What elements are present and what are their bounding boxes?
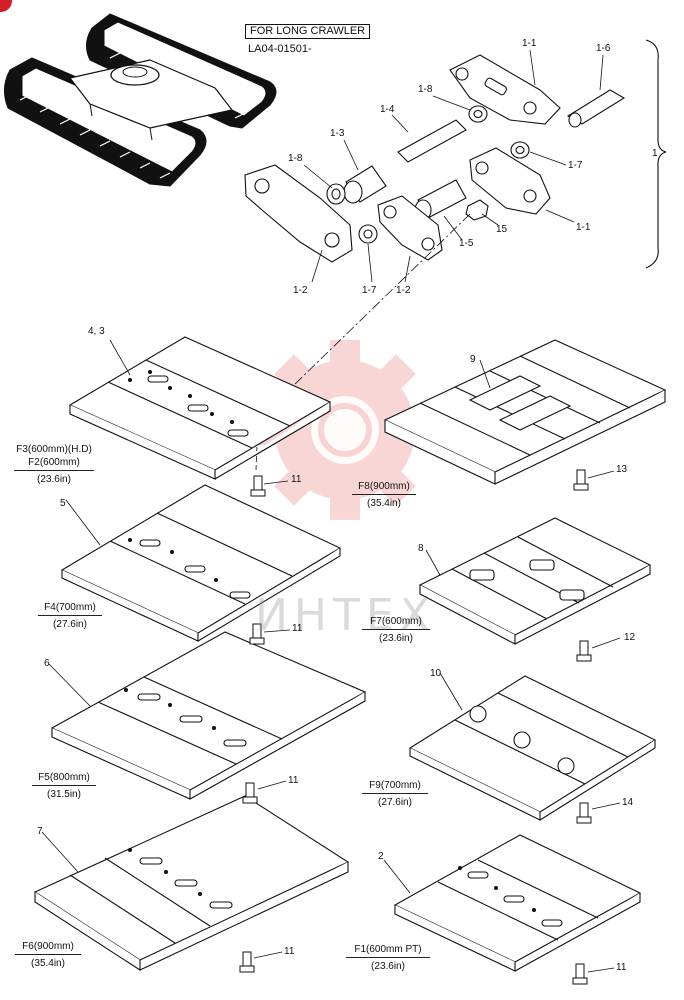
label-6: 6 [44, 658, 50, 669]
spec-f5-value: (31.5in) [47, 789, 81, 800]
bolt-11-c [242, 782, 258, 804]
bolt-13 [573, 469, 589, 491]
spec-f6-value: (35.4in) [31, 958, 65, 969]
shoe-plate-f1 [393, 834, 642, 972]
spec-f3-f2: F3(600mm)(H.D) F2(600mm) (23.6in) [14, 443, 94, 486]
label-15: 15 [496, 224, 508, 235]
shoe-plate-f5 [50, 631, 367, 800]
bolt-11-e [572, 963, 588, 985]
bolt-illustrations [239, 469, 592, 985]
bolt-11-b [249, 623, 265, 645]
spec-f7-value: (23.6in) [379, 633, 413, 644]
bolt-11-a [250, 475, 266, 497]
part-number-code: LA04-01501- [248, 43, 312, 55]
label-1-8-top: 1-8 [418, 84, 433, 95]
spec-f9: F9(700mm) (27.6in) [362, 779, 428, 809]
spec-f6-line1: F6(900mm) [15, 940, 81, 955]
watermark-text: ИНТЕХ [255, 590, 436, 641]
label-1-8-left: 1-8 [288, 153, 303, 164]
bolt-11-d [239, 951, 255, 973]
spec-f1: F1(600mm PT) (23.6in) [346, 943, 430, 973]
shoe-plate-f8 [383, 339, 667, 485]
label-bolt-11-b: 11 [292, 623, 303, 634]
crawler-undercarriage-illustration [4, 13, 277, 187]
spec-f8: F8(900mm) (35.4in) [352, 480, 416, 510]
label-10: 10 [430, 668, 442, 679]
label-1-4: 1-4 [380, 104, 395, 115]
label-5: 5 [60, 498, 66, 509]
spec-f4: F4(700mm) (27.6in) [38, 601, 102, 631]
spec-f3-line2: F2(600mm) [14, 456, 94, 471]
spec-f8-line1: F8(900mm) [352, 480, 416, 495]
track-link-assembly-illustration [244, 54, 626, 263]
shoe-plate-f4 [60, 484, 342, 642]
bolt-14 [576, 802, 592, 824]
label-1: 1 [652, 148, 658, 159]
label-4-3: 4, 3 [88, 326, 105, 337]
spec-f3-value: (23.6in) [37, 474, 71, 485]
label-1-2-left: 1-2 [293, 285, 308, 296]
group-bracket [645, 39, 667, 269]
label-bolt-11-a: 11 [291, 474, 302, 485]
spec-f7-line1: F7(600mm) [362, 615, 430, 630]
shoe-plate-illustrations [33, 336, 667, 972]
leader-lines [255, 49, 604, 471]
spec-f9-value: (27.6in) [378, 797, 412, 808]
label-bolt-13: 13 [616, 464, 628, 475]
shoe-plate-f7 [418, 517, 652, 645]
bolt-12 [576, 640, 592, 662]
shoe-plate-f3 [68, 336, 332, 480]
label-bolt-11-e: 11 [616, 962, 627, 973]
label-1-6: 1-6 [596, 43, 611, 54]
label-bolt-11-c: 11 [288, 775, 299, 786]
label-7: 7 [37, 826, 43, 837]
label-9: 9 [470, 354, 476, 365]
spec-f1-line1: F1(600mm PT) [346, 943, 430, 958]
label-8: 8 [418, 543, 424, 554]
spec-f4-value: (27.6in) [53, 619, 87, 630]
spec-f4-line1: F4(700mm) [38, 601, 102, 616]
label-2: 2 [378, 851, 384, 862]
spec-f3-line1: F3(600mm)(H.D) [16, 444, 92, 455]
spec-f7: F7(600mm) (23.6in) [362, 615, 430, 645]
spec-f8-value: (35.4in) [367, 498, 401, 509]
shoe-plate-f6 [33, 795, 350, 972]
spec-f9-line1: F9(700mm) [362, 779, 428, 794]
spec-f5-line1: F5(800mm) [32, 771, 96, 786]
label-bolt-14: 14 [622, 797, 634, 808]
spec-f6: F6(900mm) (35.4in) [15, 940, 81, 970]
shoe-plate-f9 [408, 675, 657, 821]
label-1-7-right: 1-7 [568, 160, 583, 171]
spec-f5: F5(800mm) (31.5in) [32, 771, 96, 801]
label-1-2-mid: 1-2 [396, 285, 411, 296]
label-1-3: 1-3 [330, 128, 345, 139]
label-1-1-top: 1-1 [522, 38, 537, 49]
label-1-5: 1-5 [459, 238, 474, 249]
label-bolt-11-d: 11 [284, 946, 295, 957]
crawler-type-title: FOR LONG CRAWLER [245, 24, 371, 39]
label-bolt-12: 12 [624, 632, 636, 643]
spec-f1-value: (23.6in) [371, 961, 405, 972]
label-1-1-right: 1-1 [576, 222, 591, 233]
label-1-7-bottom: 1-7 [362, 285, 377, 296]
